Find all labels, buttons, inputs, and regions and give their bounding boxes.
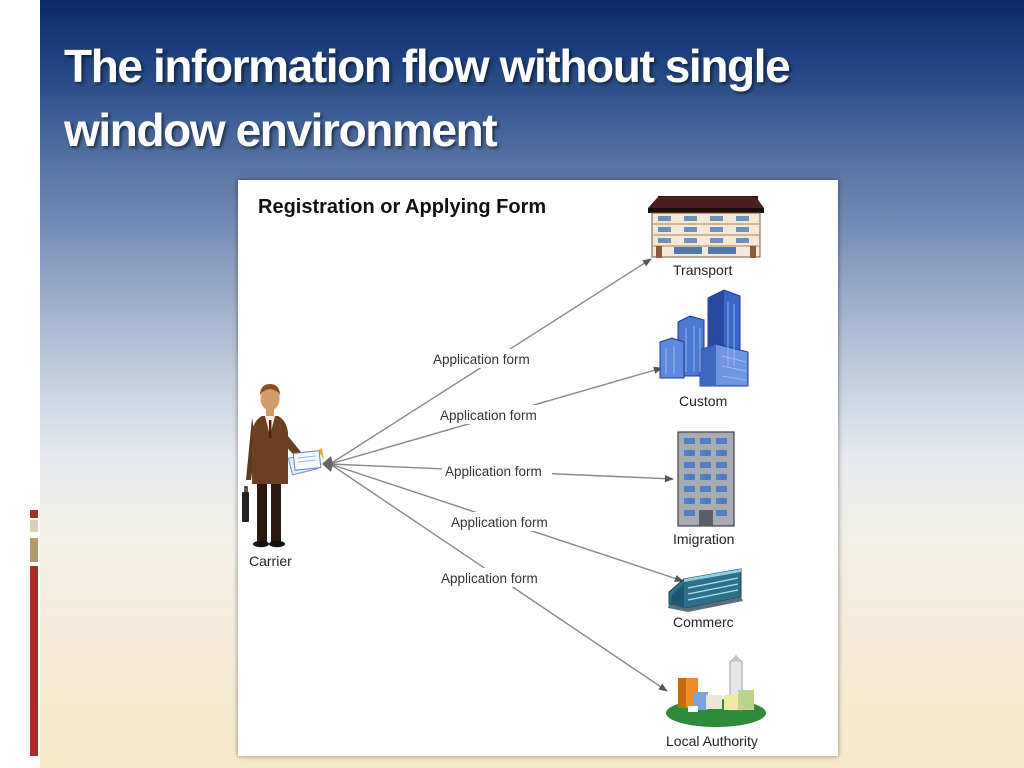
accent-bar-red-small bbox=[30, 510, 38, 518]
imigration-label: Imigration bbox=[673, 531, 734, 547]
commerc-node: Commerc bbox=[668, 568, 743, 630]
businessman-icon bbox=[242, 384, 308, 548]
slide-title-line-2: window environment bbox=[64, 104, 498, 156]
edge-label-commerc: Application form bbox=[451, 515, 548, 530]
transport-building-icon bbox=[648, 196, 764, 258]
documents-icon bbox=[287, 448, 324, 476]
slide-title-line-1: The information flow without single bbox=[64, 40, 791, 92]
edge-label-imigration: Application form bbox=[445, 464, 542, 479]
diagram-panel: Registration or Applying Form Applicatio… bbox=[238, 180, 838, 756]
accent-bar-tan bbox=[30, 538, 38, 562]
local-authority-node: Local Authority bbox=[666, 654, 766, 749]
carrier-label: Carrier bbox=[249, 553, 292, 569]
carrier-node: Carrier bbox=[242, 384, 333, 569]
transport-node: Transport bbox=[648, 196, 764, 278]
immigration-tower-icon bbox=[677, 431, 735, 527]
custom-label: Custom bbox=[679, 393, 727, 409]
imigration-node: Imigration bbox=[673, 431, 735, 547]
local-authority-label: Local Authority bbox=[666, 733, 758, 749]
vertical-lines-icon bbox=[14, 44, 39, 120]
diagram-heading: Registration or Applying Form bbox=[258, 196, 547, 218]
commerc-label: Commerc bbox=[673, 614, 734, 630]
accent-bar-beige bbox=[30, 520, 38, 532]
fan-out-connector bbox=[322, 456, 333, 472]
information-flow-diagram: Application form Application form Applic… bbox=[242, 196, 766, 749]
custom-skyscrapers-icon bbox=[659, 289, 749, 387]
custom-node: Custom bbox=[659, 289, 749, 409]
edge-label-custom: Application form bbox=[440, 408, 537, 423]
edge-label-local-authority: Application form bbox=[441, 571, 538, 586]
commerce-building-icon bbox=[668, 568, 743, 612]
slide-title: The information flow without single wind… bbox=[64, 34, 964, 162]
transport-label: Transport bbox=[673, 262, 733, 278]
local-authority-town-icon bbox=[666, 654, 766, 727]
edge-label-transport: Application form bbox=[433, 352, 530, 367]
accent-bar-red-long bbox=[30, 566, 38, 756]
